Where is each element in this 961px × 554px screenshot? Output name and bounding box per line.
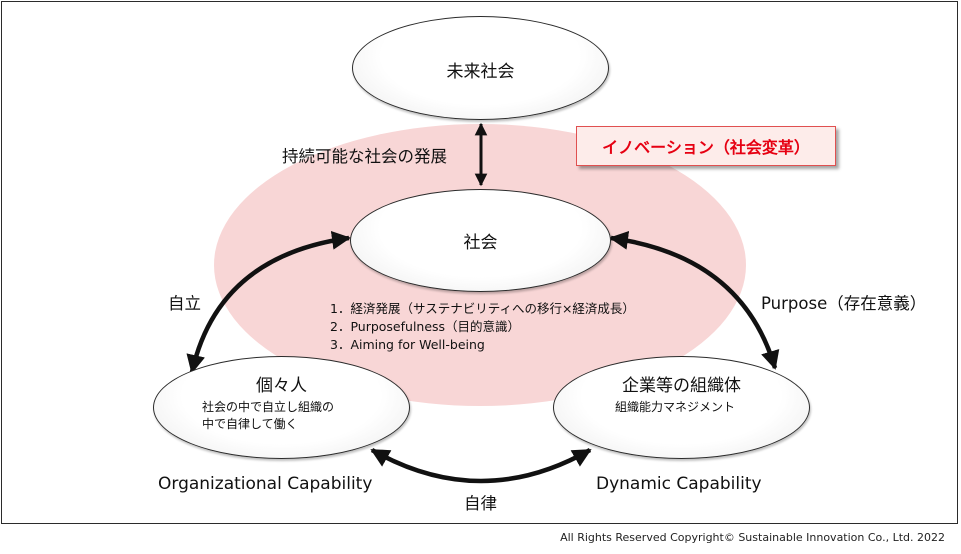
organization-label: 企業等の組織体: [622, 376, 741, 396]
edge-label-independence: 自立: [168, 294, 201, 313]
individual-label: 個々人: [256, 376, 307, 396]
society-label: 社会: [463, 233, 498, 253]
society-goals-list: 1．経済発展（サステナビリティへの移行×経済成長） 2．Purposefulne…: [330, 300, 635, 354]
organization-node: 企業等の組織体 組織能力マネジメント: [553, 356, 810, 459]
edge-label-sustainable-development: 持続可能な社会の発展: [282, 147, 447, 166]
copyright-notice: All Rights Reserved Copyright© Sustainab…: [560, 531, 945, 544]
diagram-frame: [1, 1, 958, 524]
future-society-label: 未来社会: [446, 62, 515, 82]
organization-description: 組織能力マネジメント: [615, 399, 735, 416]
individual-node: 個々人 社会の中で自立し組織の 中で自律して働く: [153, 356, 410, 459]
edge-label-purpose: Purpose（存在意義）: [761, 294, 927, 313]
capability-label-dynamic: Dynamic Capability: [596, 474, 762, 494]
arrow-society-organization: [609, 230, 780, 370]
goal-item-1: 1．経済発展（サステナビリティへの移行×経済成長）: [330, 301, 635, 316]
arrow-individual-organization: [370, 448, 592, 484]
capability-label-organizational: Organizational Capability: [158, 474, 373, 494]
individual-desc-line-1: 社会の中で自立し組織の: [202, 400, 335, 414]
goal-item-3: 3．Aiming for Well-being: [330, 337, 485, 352]
individual-description: 社会の中で自立し組織の 中で自律して働く: [202, 399, 334, 433]
future-society-node: 未来社会: [352, 16, 609, 120]
society-node: 社会: [350, 189, 611, 292]
edge-label-autonomy: 自律: [464, 494, 497, 513]
organization-desc-line-1: 組織能力マネジメント: [615, 400, 736, 414]
arrow-society-individual: [186, 230, 351, 374]
innovation-box: イノベーション（社会変革）: [576, 126, 836, 166]
individual-desc-line-2: 中で自律して働く: [202, 417, 298, 431]
goal-item-2: 2．Purposefulness（目的意識）: [330, 319, 521, 334]
